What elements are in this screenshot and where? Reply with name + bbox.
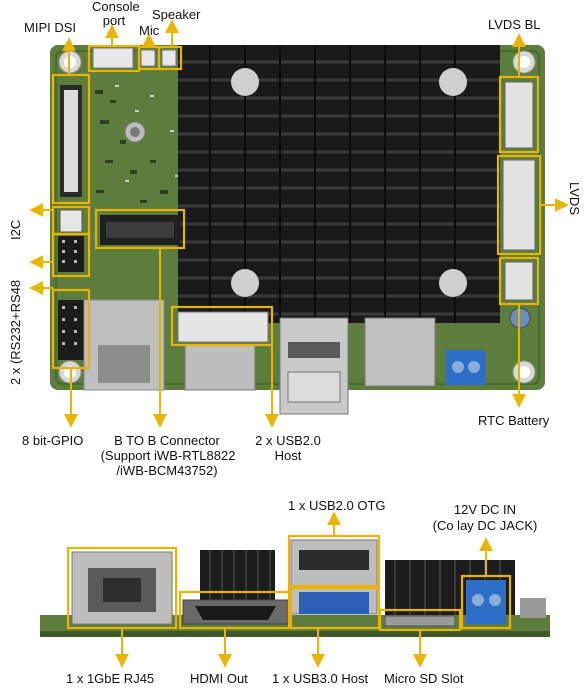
label-usb-otg: 1 x USB2.0 OTG (288, 498, 386, 513)
label-i2c: I2C (8, 219, 23, 240)
callout-usb20-host (170, 305, 274, 347)
label-usb20-host-2: Host (274, 448, 302, 463)
callout-speaker (157, 45, 183, 71)
label-rtc-battery: RTC Battery (478, 413, 550, 428)
heatsink-screw-icon (231, 68, 259, 96)
bottom-board-photo (40, 539, 550, 637)
label-btob-2: (Support iWB-RTL8822 (100, 448, 236, 463)
heatsink-screw-icon (439, 269, 467, 297)
label-usb30: 1 x USB3.0 Host (272, 671, 369, 686)
label-mipi-dsi: MIPI DSI (24, 20, 77, 35)
callout-btob (94, 208, 186, 250)
callout-usb30 (287, 586, 381, 630)
callout-hdmi (178, 590, 293, 630)
label-btob-1: B TO B Connector (114, 433, 220, 448)
callout-rs232 (51, 232, 91, 278)
label-hdmi: HDMI Out (190, 671, 248, 686)
callout-mipi-dsi (51, 73, 91, 205)
label-dc-in-1: 12V DC IN (453, 502, 517, 517)
heatsink-screw-icon (231, 269, 259, 297)
label-console-port-1: Console (92, 0, 140, 14)
label-gpio: 8 bit-GPIO (22, 433, 84, 448)
label-btob-3: /iWB-BCM43752) (116, 463, 218, 478)
label-rj45: 1 x 1GbE RJ45 (66, 671, 155, 686)
label-console-port-2: port (102, 13, 126, 28)
label-usb20-host-1: 2 x USB2.0 (255, 433, 321, 448)
label-lvds-bl: LVDS BL (488, 17, 541, 32)
label-rs232-rs485: 2 x (RS232+RS48 (8, 279, 23, 385)
label-microsd: Micro SD Slot (384, 671, 464, 686)
top-board-photo (50, 45, 545, 415)
heatsink-screw-icon (439, 68, 467, 96)
label-dc-in-2: (Co lay DC JACK) (432, 518, 538, 533)
label-speaker: Speaker (152, 7, 201, 22)
label-lvds: LVDS (567, 182, 582, 215)
label-mic: Mic (139, 23, 160, 38)
